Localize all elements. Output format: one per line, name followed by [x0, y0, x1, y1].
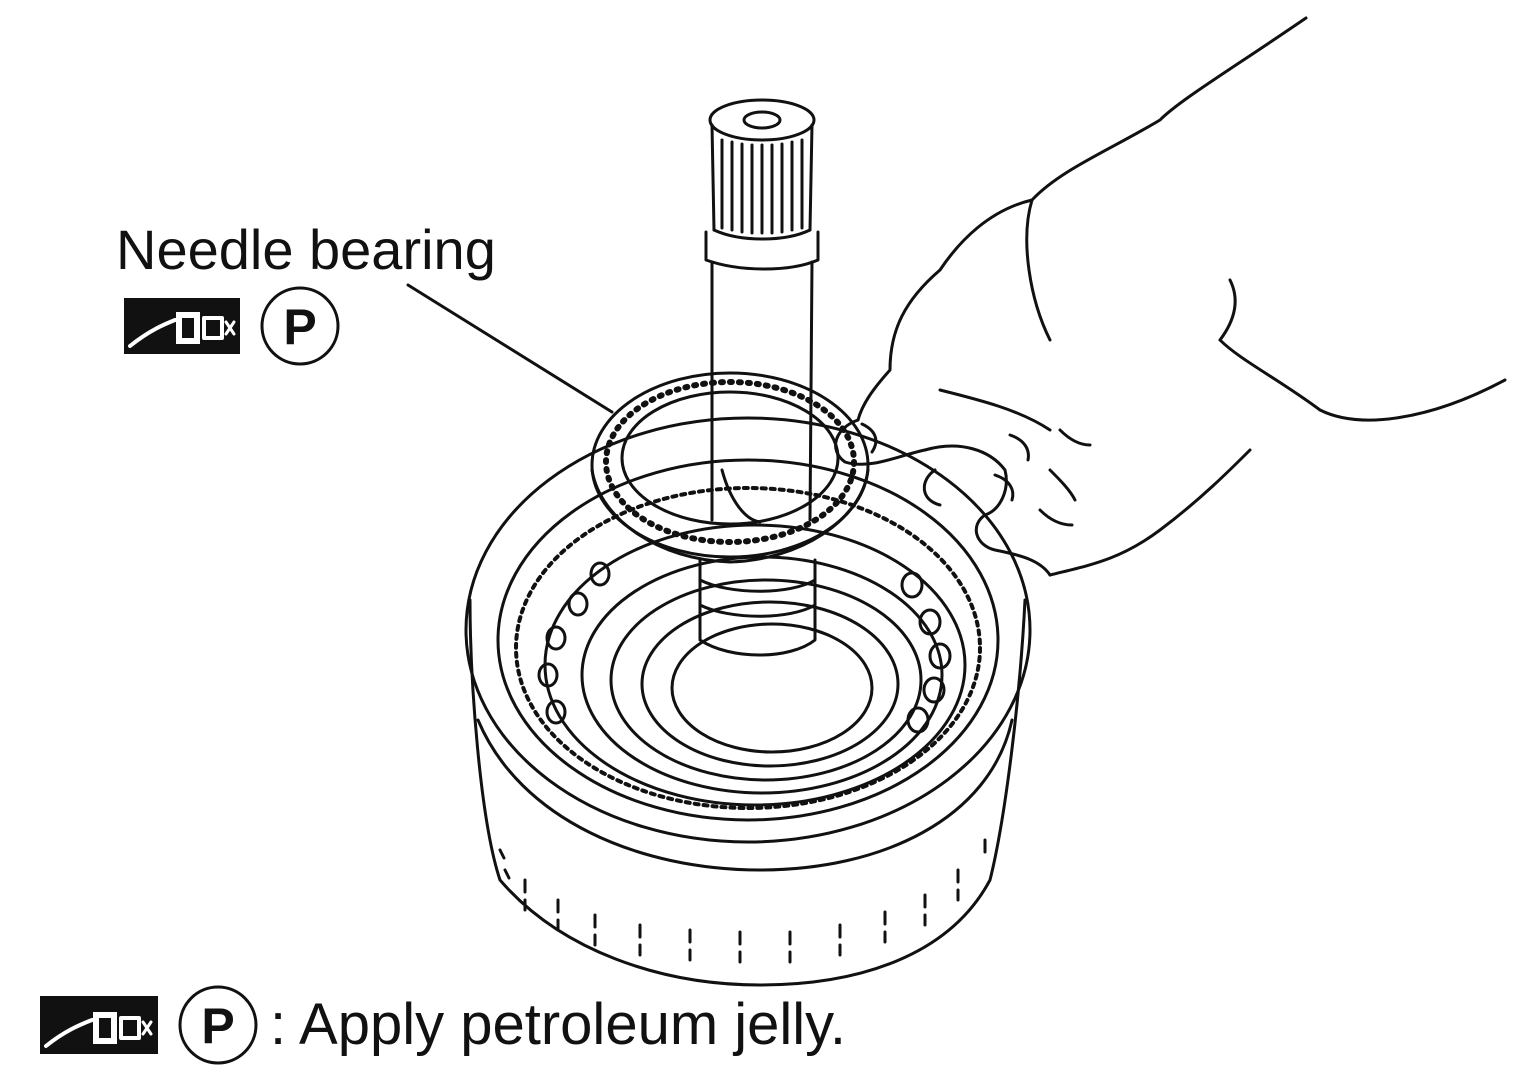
drum-slots	[498, 838, 987, 964]
callout-symbol-letter: P	[283, 299, 316, 355]
legend-symbol-letter: P	[201, 998, 234, 1054]
hand	[834, 16, 1507, 577]
leader-line	[406, 283, 614, 414]
petroleum-jelly-applicator-icon	[124, 298, 240, 354]
input-shaft	[698, 98, 820, 657]
drum-holes	[537, 561, 952, 734]
legend-symbol-p	[178, 985, 258, 1065]
petroleum-jelly-symbol-p	[260, 286, 340, 366]
legend-text: : Apply petroleum jelly.	[270, 992, 846, 1057]
clutch-drum	[464, 416, 1032, 987]
needle-bearing-label: Needle bearing	[116, 218, 496, 281]
petroleum-jelly-applicator-icon	[40, 996, 158, 1054]
